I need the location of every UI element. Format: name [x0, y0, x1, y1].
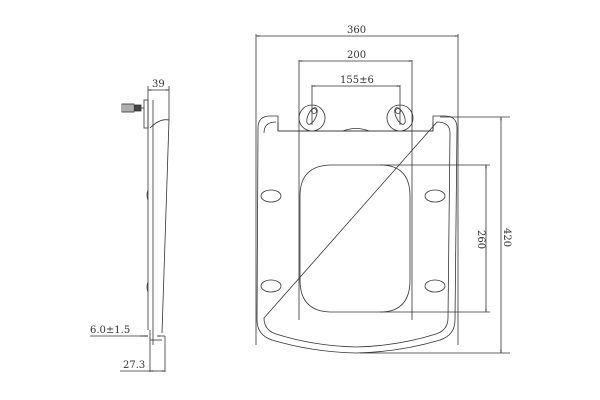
- bumper-top-left: [260, 189, 282, 203]
- dim-top-thickness: 39: [152, 79, 165, 90]
- hinge-bolt-icon: [121, 103, 144, 113]
- dim-hinge-outer-width: 200: [347, 50, 366, 61]
- left-hinge-icon: [298, 104, 326, 132]
- dim-opening-length: 260: [475, 230, 486, 249]
- seat-opening: [299, 164, 411, 313]
- dim-hinge-gap: 6.0±1.5: [90, 325, 130, 336]
- dim-overall-width: 360: [347, 25, 366, 36]
- bumper-bottom-right: [424, 279, 446, 293]
- side-view: [90, 86, 170, 372]
- bumper-bottom-left: [260, 279, 282, 293]
- dim-hinge-center-distance: 155±6: [340, 75, 374, 86]
- right-hinge-icon: [386, 104, 414, 132]
- dim-bottom-thickness: 27.3: [123, 360, 145, 371]
- front-view: [255, 34, 510, 354]
- dim-overall-length: 420: [501, 228, 512, 247]
- bumper-top-right: [424, 189, 446, 203]
